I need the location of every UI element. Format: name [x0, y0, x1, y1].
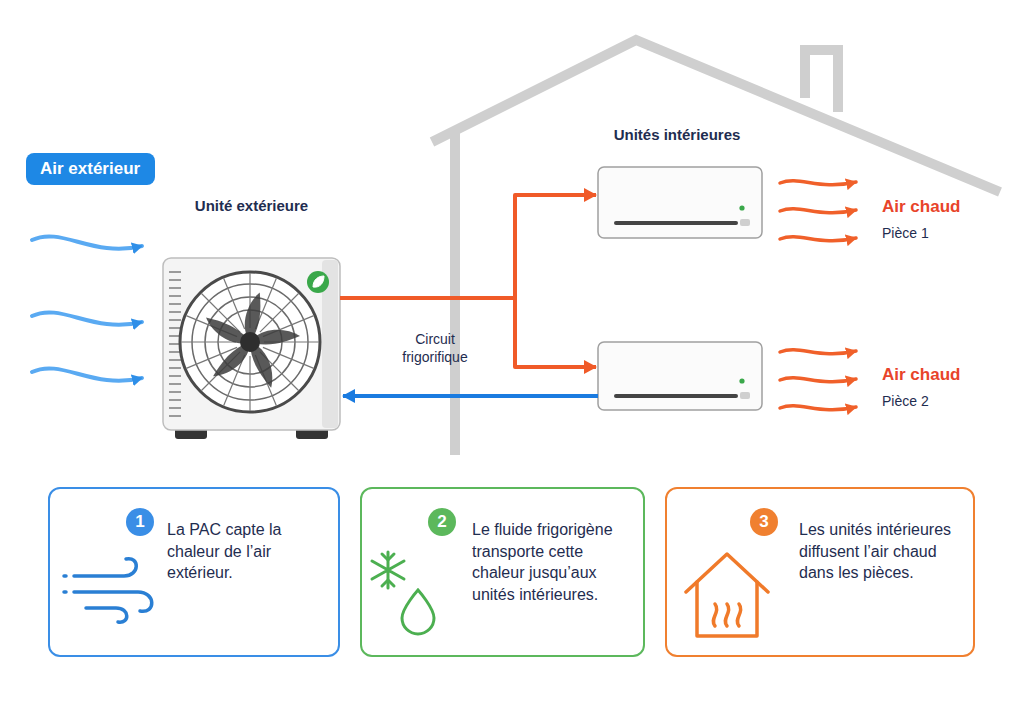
snowflake-icon	[372, 552, 404, 588]
unit-title: Unité extérieure	[193, 196, 310, 216]
outdoor-unit: Unité extérieure	[163, 196, 340, 432]
circuit-label: Circuit frigorifique	[385, 330, 485, 366]
warm-air-arrows	[780, 181, 856, 410]
vent-slat	[169, 383, 181, 385]
vent-slat	[169, 407, 181, 409]
step-number: 3	[750, 508, 778, 536]
fan-hub	[240, 332, 260, 352]
vent-slat	[169, 279, 181, 281]
vent-slat	[169, 399, 181, 401]
refrigerant-supply-pipe	[340, 195, 596, 298]
air-arrow	[32, 236, 142, 248]
vent-slat	[169, 303, 181, 305]
chimney	[805, 50, 838, 112]
step-panel: 3 Les unités intérieures diffusent l’air …	[665, 487, 975, 657]
fan	[181, 273, 319, 411]
step-panel: 1 La PAC capte la chaleur de l’air extéri…	[48, 487, 340, 657]
room-label: Pièce 2	[882, 393, 929, 409]
vent-slat	[169, 319, 181, 321]
indoor-unit: Air chaudPièce 2	[598, 342, 976, 428]
room-label: Pièce 1	[882, 225, 929, 241]
vent-slat	[169, 295, 181, 297]
heating-house-icon	[686, 554, 768, 636]
step-panel: 2 Le fluide frigorigène transporte cette …	[360, 487, 645, 657]
indoor-unit-drawing	[598, 167, 762, 238]
wind-icon	[64, 559, 152, 622]
grill-spoke	[260, 293, 299, 332]
indoor-unit: Air chaudPièce 1	[598, 167, 976, 253]
vent-slat	[169, 287, 181, 289]
step-text: Le fluide frigorigène transporte cette c…	[472, 519, 634, 605]
region-label: Air extérieur	[26, 153, 154, 185]
air-label: Air chaud	[882, 197, 960, 217]
vent-slat	[169, 359, 181, 361]
drop-icon	[402, 590, 434, 634]
house-outline	[432, 40, 1000, 455]
vent-slat	[169, 311, 181, 313]
outdoor-air-tag: Air extérieur	[26, 153, 155, 185]
vent-slat	[169, 391, 181, 393]
vent-slat	[169, 271, 181, 273]
refrigerant-supply-pipe	[340, 298, 596, 367]
air-arrow	[32, 368, 142, 380]
step-number: 2	[428, 508, 456, 536]
vent-slat	[169, 375, 181, 377]
vent-slat	[169, 415, 181, 417]
vent-slat	[169, 327, 181, 329]
leaf-icon	[307, 271, 329, 293]
group-label: Unités intérieures	[597, 125, 757, 145]
refrigerant-return-pipe	[343, 394, 598, 398]
fan-grill	[180, 272, 320, 412]
outdoor-unit-drawing	[163, 258, 340, 439]
step-text: Les unités intérieures diffusent l’air c…	[799, 519, 965, 584]
vent-slat	[169, 367, 181, 369]
air-arrow	[32, 312, 142, 324]
step-text: La PAC capte la chaleur de l’air extérie…	[167, 519, 317, 584]
grill-spoke	[263, 347, 314, 368]
grill-spoke	[181, 341, 236, 342]
step-number: 1	[126, 508, 154, 536]
house-wall	[450, 131, 460, 455]
air-label: Air chaud	[882, 365, 960, 385]
indoor-unit-drawing	[598, 342, 762, 410]
outdoor-air-arrows	[32, 236, 142, 380]
grill-spoke	[224, 278, 245, 329]
unit-casing	[163, 258, 340, 430]
grill-spoke	[249, 356, 250, 411]
